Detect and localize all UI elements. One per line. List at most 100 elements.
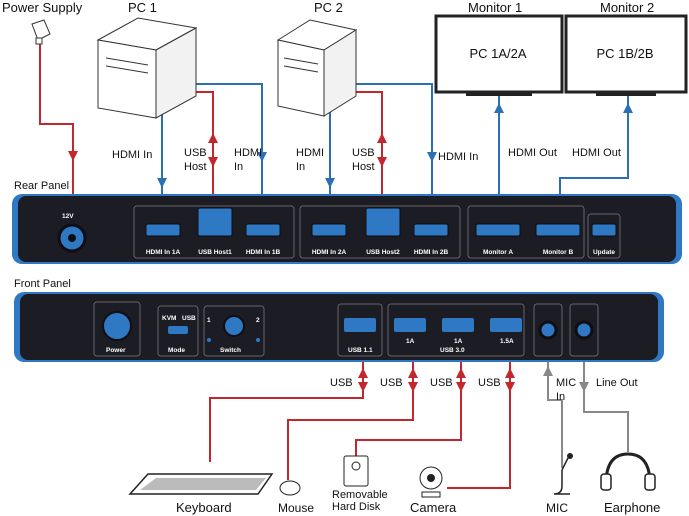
rear-port-hdmi-in-2a: HDMI In 2A <box>311 223 347 256</box>
rear-port-label: HDMI In 1A <box>146 249 181 256</box>
arrow-mon1-up <box>494 103 504 113</box>
rear-port-monitor-a: Monitor A <box>475 223 521 256</box>
label-front-usb11: USB 1.1 <box>348 347 373 354</box>
device-labels: Power Supply PC 1 PC 2 Monitor 1 Monitor… <box>2 0 660 515</box>
power-button-frame <box>93 301 141 357</box>
label-front-power: Power <box>106 347 126 354</box>
power-button <box>102 311 132 341</box>
keyboard-device <box>128 473 274 495</box>
usb30-port-1 <box>394 318 426 332</box>
arrow-power-down <box>68 151 78 161</box>
arrow-usb-mouse-up <box>408 368 418 378</box>
rear-port-group: HDMI In 1A USB Host1 HDMI In 1B HDMI In 2A U… <box>145 207 617 256</box>
label-keyboard: Keyboard <box>176 500 232 515</box>
cable-keyboard <box>209 352 364 462</box>
arrow-usb1-up <box>208 133 218 143</box>
usb30-port-2 <box>442 318 474 332</box>
label-front-switch-2: 2 <box>256 317 260 324</box>
rear-port-usb-host2: USB Host2 <box>365 207 401 256</box>
rear-port-label: Monitor A <box>483 249 513 256</box>
rear-port-label: USB Host2 <box>366 249 400 256</box>
audio-cables <box>547 352 629 468</box>
label-pc2: PC 2 <box>314 0 343 15</box>
front-panel <box>14 292 664 362</box>
label-pc1: PC 1 <box>128 0 157 15</box>
label-usb-1: USB <box>330 377 353 389</box>
label-mon1-hdmi-out: HDMI Out <box>508 147 557 159</box>
arrow-usb1-down <box>208 157 218 167</box>
rear-port-label: Update <box>593 249 615 256</box>
label-front-usb30: USB 3.0 <box>440 347 465 354</box>
rear-port-monitor-b: Monitor B <box>535 223 581 256</box>
cable-camera <box>447 352 511 489</box>
label-front-usb-1a-2: 1A <box>454 338 463 345</box>
arrowheads <box>68 103 633 392</box>
rear-port-hdmi-in-1a: HDMI In 1A <box>145 223 181 256</box>
rear-port-update: Update <box>591 223 617 256</box>
arrow-usb-cam-up <box>505 368 515 378</box>
arrow-usb-mouse-down <box>408 382 418 392</box>
switch-button <box>223 315 245 337</box>
arrow-hdmi-2a-down <box>325 178 335 188</box>
arrow-hdmi-2b-down <box>427 152 437 162</box>
label-mouse: Mouse <box>278 501 314 515</box>
pc2-tower <box>276 19 358 117</box>
power-supply-adapter <box>31 19 51 45</box>
cable-pc2-hdmi-in-2b <box>338 83 433 208</box>
usb30-port-3 <box>490 318 522 332</box>
lineout-jack <box>574 320 594 340</box>
mic-device <box>553 453 573 495</box>
label-rear-12v: 12V <box>62 213 74 220</box>
label-front-mode: Mode <box>168 347 185 354</box>
mode-switch-frame <box>157 305 199 357</box>
monitor2 <box>564 14 688 96</box>
mode-slider <box>168 326 188 334</box>
rear-panel <box>12 194 682 264</box>
hdmi-cables <box>161 83 629 208</box>
label-usb-4: USB <box>478 377 501 389</box>
rear-port-label: USB Host1 <box>198 249 232 256</box>
mic-jack-frame <box>533 303 563 357</box>
rear-port-hdmi-in-2b: HDMI In 2B <box>413 223 449 256</box>
label-front-usb-1a-1: 1A <box>406 338 415 345</box>
rear-port-hdmi-in-1b: HDMI In 1B <box>245 223 281 256</box>
rear-port-usb-host1: USB Host1 <box>197 207 233 256</box>
arrow-usb2-up <box>377 133 387 143</box>
earphone-device <box>600 452 656 491</box>
label-monitor1: Monitor 1 <box>468 0 522 15</box>
usb11-port <box>344 318 376 332</box>
arrow-mon2-up <box>623 103 633 113</box>
label-camera: Camera <box>410 500 457 515</box>
pc1-tower <box>96 17 198 119</box>
label-mon2-hdmi-out: HDMI Out <box>572 147 621 159</box>
label-mic: MIC <box>546 501 568 515</box>
label-front-usb: USB <box>182 315 196 322</box>
cable-monitor2-out <box>559 95 629 208</box>
arrow-usb-cam-down <box>505 382 515 392</box>
arrow-usb-kb-up <box>358 368 368 378</box>
usb11-frame <box>337 303 383 357</box>
label-earphone: Earphone <box>604 500 660 515</box>
switch-led-1 <box>207 338 211 342</box>
label-front-switch-1: 1 <box>207 317 211 324</box>
arrow-hdmi-1a-down <box>157 178 167 188</box>
label-front-switch: Switch <box>220 347 241 354</box>
label-front-usb-15a: 1.5A <box>500 338 514 345</box>
label-front-panel: Front Panel <box>14 278 71 290</box>
label-monitor2: Monitor 2 <box>600 0 654 15</box>
label-monitor1-screen: PC 1A/2A <box>469 46 526 61</box>
mouse-device <box>279 480 301 496</box>
arrow-usb2-down <box>377 157 387 167</box>
rear-port-label: Monitor B <box>543 249 574 256</box>
label-front-kvm: KVM <box>162 315 176 322</box>
label-pc2-hdmi-in-2: HDMI In <box>438 151 478 163</box>
cable-mic <box>547 352 563 468</box>
label-line-out: Line Out <box>596 377 638 389</box>
label-usb-3: USB <box>430 377 453 389</box>
